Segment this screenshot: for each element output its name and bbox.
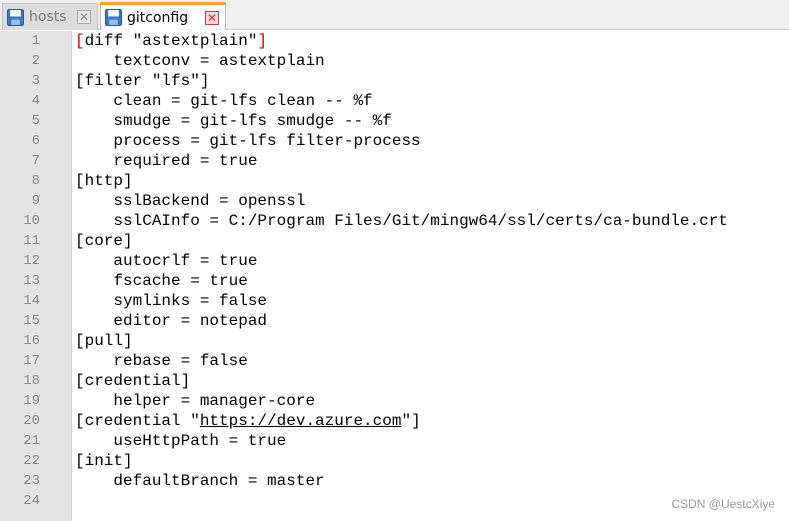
close-tab-button[interactable]: ✕ — [205, 10, 219, 25]
floppy-disk-icon — [105, 9, 122, 26]
line-number: 20 — [23, 413, 40, 429]
code-line: process = git-lfs filter-process — [75, 132, 421, 150]
line-number: 10 — [23, 213, 40, 229]
line-number: 18 — [23, 373, 40, 389]
line-number: 8 — [31, 173, 40, 189]
code-line: [credential] — [75, 372, 191, 390]
code-text: [credential " — [75, 412, 200, 430]
code-line: [core] — [75, 232, 133, 250]
line-number: 12 — [23, 253, 40, 269]
code-line: useHttpPath = true — [75, 432, 287, 450]
tab-label: hosts — [29, 9, 67, 25]
watermark: CSDN @UestcXiye — [671, 497, 775, 511]
code-text: diff "astextplain" — [84, 32, 258, 50]
code-line: clean = git-lfs clean -- %f — [75, 92, 373, 110]
code-line: autocrlf = true — [75, 252, 258, 270]
matched-bracket: ] — [257, 32, 268, 50]
tab-label: gitconfig — [127, 9, 189, 26]
code-line: symlinks = false — [75, 292, 268, 310]
url-link[interactable]: https://dev.azure.com — [199, 412, 402, 430]
line-number: 1 — [31, 33, 40, 49]
line-number: 9 — [31, 193, 40, 209]
code-line: sslBackend = openssl — [75, 192, 306, 210]
line-number: 5 — [31, 113, 40, 129]
code-line: editor = notepad — [75, 312, 268, 330]
line-number: 11 — [23, 233, 40, 249]
line-number: 17 — [23, 353, 40, 369]
code-line: [pull] — [75, 332, 133, 350]
line-number: 4 — [31, 93, 40, 109]
line-number: 22 — [23, 453, 40, 469]
line-number: 7 — [31, 153, 40, 169]
code-line: defaultBranch = master — [75, 472, 325, 490]
tab-bar: hosts ✕ gitconfig ✕ — [0, 0, 789, 30]
line-number: 23 — [23, 473, 40, 489]
code-line: smudge = git-lfs smudge -- %f — [75, 112, 392, 130]
code-text: "] — [401, 412, 421, 430]
floppy-disk-icon — [7, 8, 24, 26]
code-line: textconv = astextplain — [75, 52, 325, 70]
code-line: fscache = true — [75, 272, 248, 290]
code-line: [http] — [75, 172, 133, 190]
code-line: [filter "lfs"] — [75, 72, 210, 90]
code-line: [credential "https://dev.azure.com"] — [75, 411, 421, 431]
line-number: 19 — [23, 393, 40, 409]
line-number: 16 — [23, 333, 40, 349]
tab-hosts[interactable]: hosts ✕ — [2, 3, 98, 30]
line-number: 15 — [23, 313, 40, 329]
line-number: 6 — [31, 133, 40, 149]
matched-bracket: [ — [75, 32, 85, 50]
close-tab-button[interactable]: ✕ — [77, 10, 91, 24]
line-number: 24 — [23, 493, 40, 509]
tab-gitconfig[interactable]: gitconfig ✕ — [100, 2, 226, 30]
code-line: sslCAInfo = C:/Program Files/Git/mingw64… — [75, 212, 728, 230]
line-number: 3 — [31, 73, 40, 89]
line-number: 2 — [31, 53, 40, 69]
line-number: 21 — [23, 433, 40, 449]
code-line: rebase = false — [75, 352, 248, 370]
code-line: [init] — [75, 452, 133, 470]
line-number: 13 — [23, 273, 40, 289]
code-line: required = true — [75, 152, 258, 170]
code-line: helper = manager-core — [75, 392, 316, 410]
line-number: 14 — [23, 293, 40, 309]
code-line: [diff "astextplain"] — [75, 31, 267, 51]
